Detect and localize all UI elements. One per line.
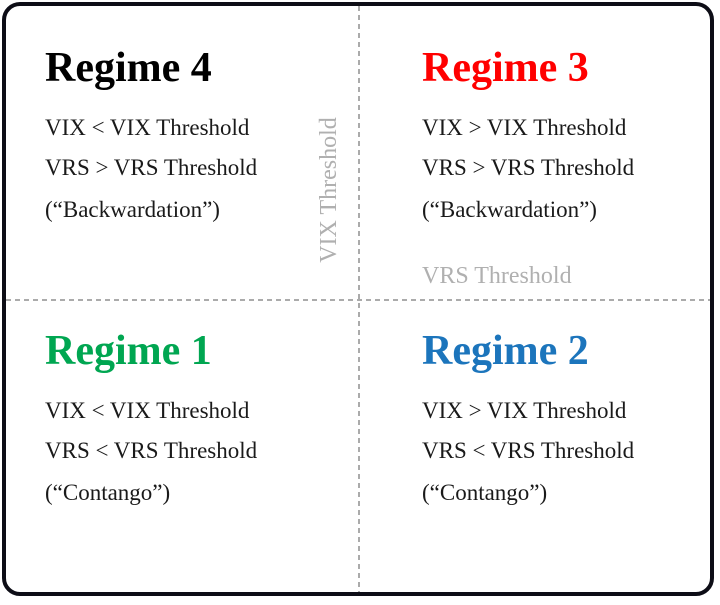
regime-3-vix-rule: VIX > VIX Threshold xyxy=(422,115,627,140)
regime-4-vix-rule: VIX < VIX Threshold xyxy=(45,115,250,140)
quadrant-regime-2: Regime 2 VIX > VIX Threshold VRS < VRS T… xyxy=(422,329,720,513)
regime-1-title: Regime 1 xyxy=(45,328,212,374)
regime-2-note: (“Contango”) xyxy=(422,480,548,505)
regime-2-vix-rule: VIX > VIX Threshold xyxy=(422,398,627,423)
regime-1-vrs-rule: VRS < VRS Threshold xyxy=(45,438,258,463)
regime-1-note: (“Contango”) xyxy=(45,480,171,505)
vrs-threshold-line xyxy=(6,299,710,301)
regime-3-title: Regime 3 xyxy=(422,45,589,91)
quadrant-regime-1: Regime 1 VIX < VIX Threshold VRS < VRS T… xyxy=(45,329,355,513)
regime-3-vrs-rule: VRS > VRS Threshold xyxy=(422,155,635,180)
regime-4-vrs-rule: VRS > VRS Threshold xyxy=(45,155,258,180)
regime-2-vrs-rule: VRS < VRS Threshold xyxy=(422,438,635,463)
regime-1-vix-rule: VIX < VIX Threshold xyxy=(45,398,250,423)
vrs-threshold-axis-label: VRS Threshold xyxy=(422,263,572,289)
quadrant-regime-4: Regime 4 VIX < VIX Threshold VRS > VRS T… xyxy=(45,46,355,230)
regime-4-title: Regime 4 xyxy=(45,45,212,91)
diagram-border xyxy=(2,2,714,596)
regime-3-note: (“Backwardation”) xyxy=(422,197,597,222)
quadrant-regime-3: Regime 3 VIX > VIX Threshold VRS > VRS T… xyxy=(422,46,720,230)
regime-4-note: (“Backwardation”) xyxy=(45,197,220,222)
regime-2-title: Regime 2 xyxy=(422,328,589,374)
